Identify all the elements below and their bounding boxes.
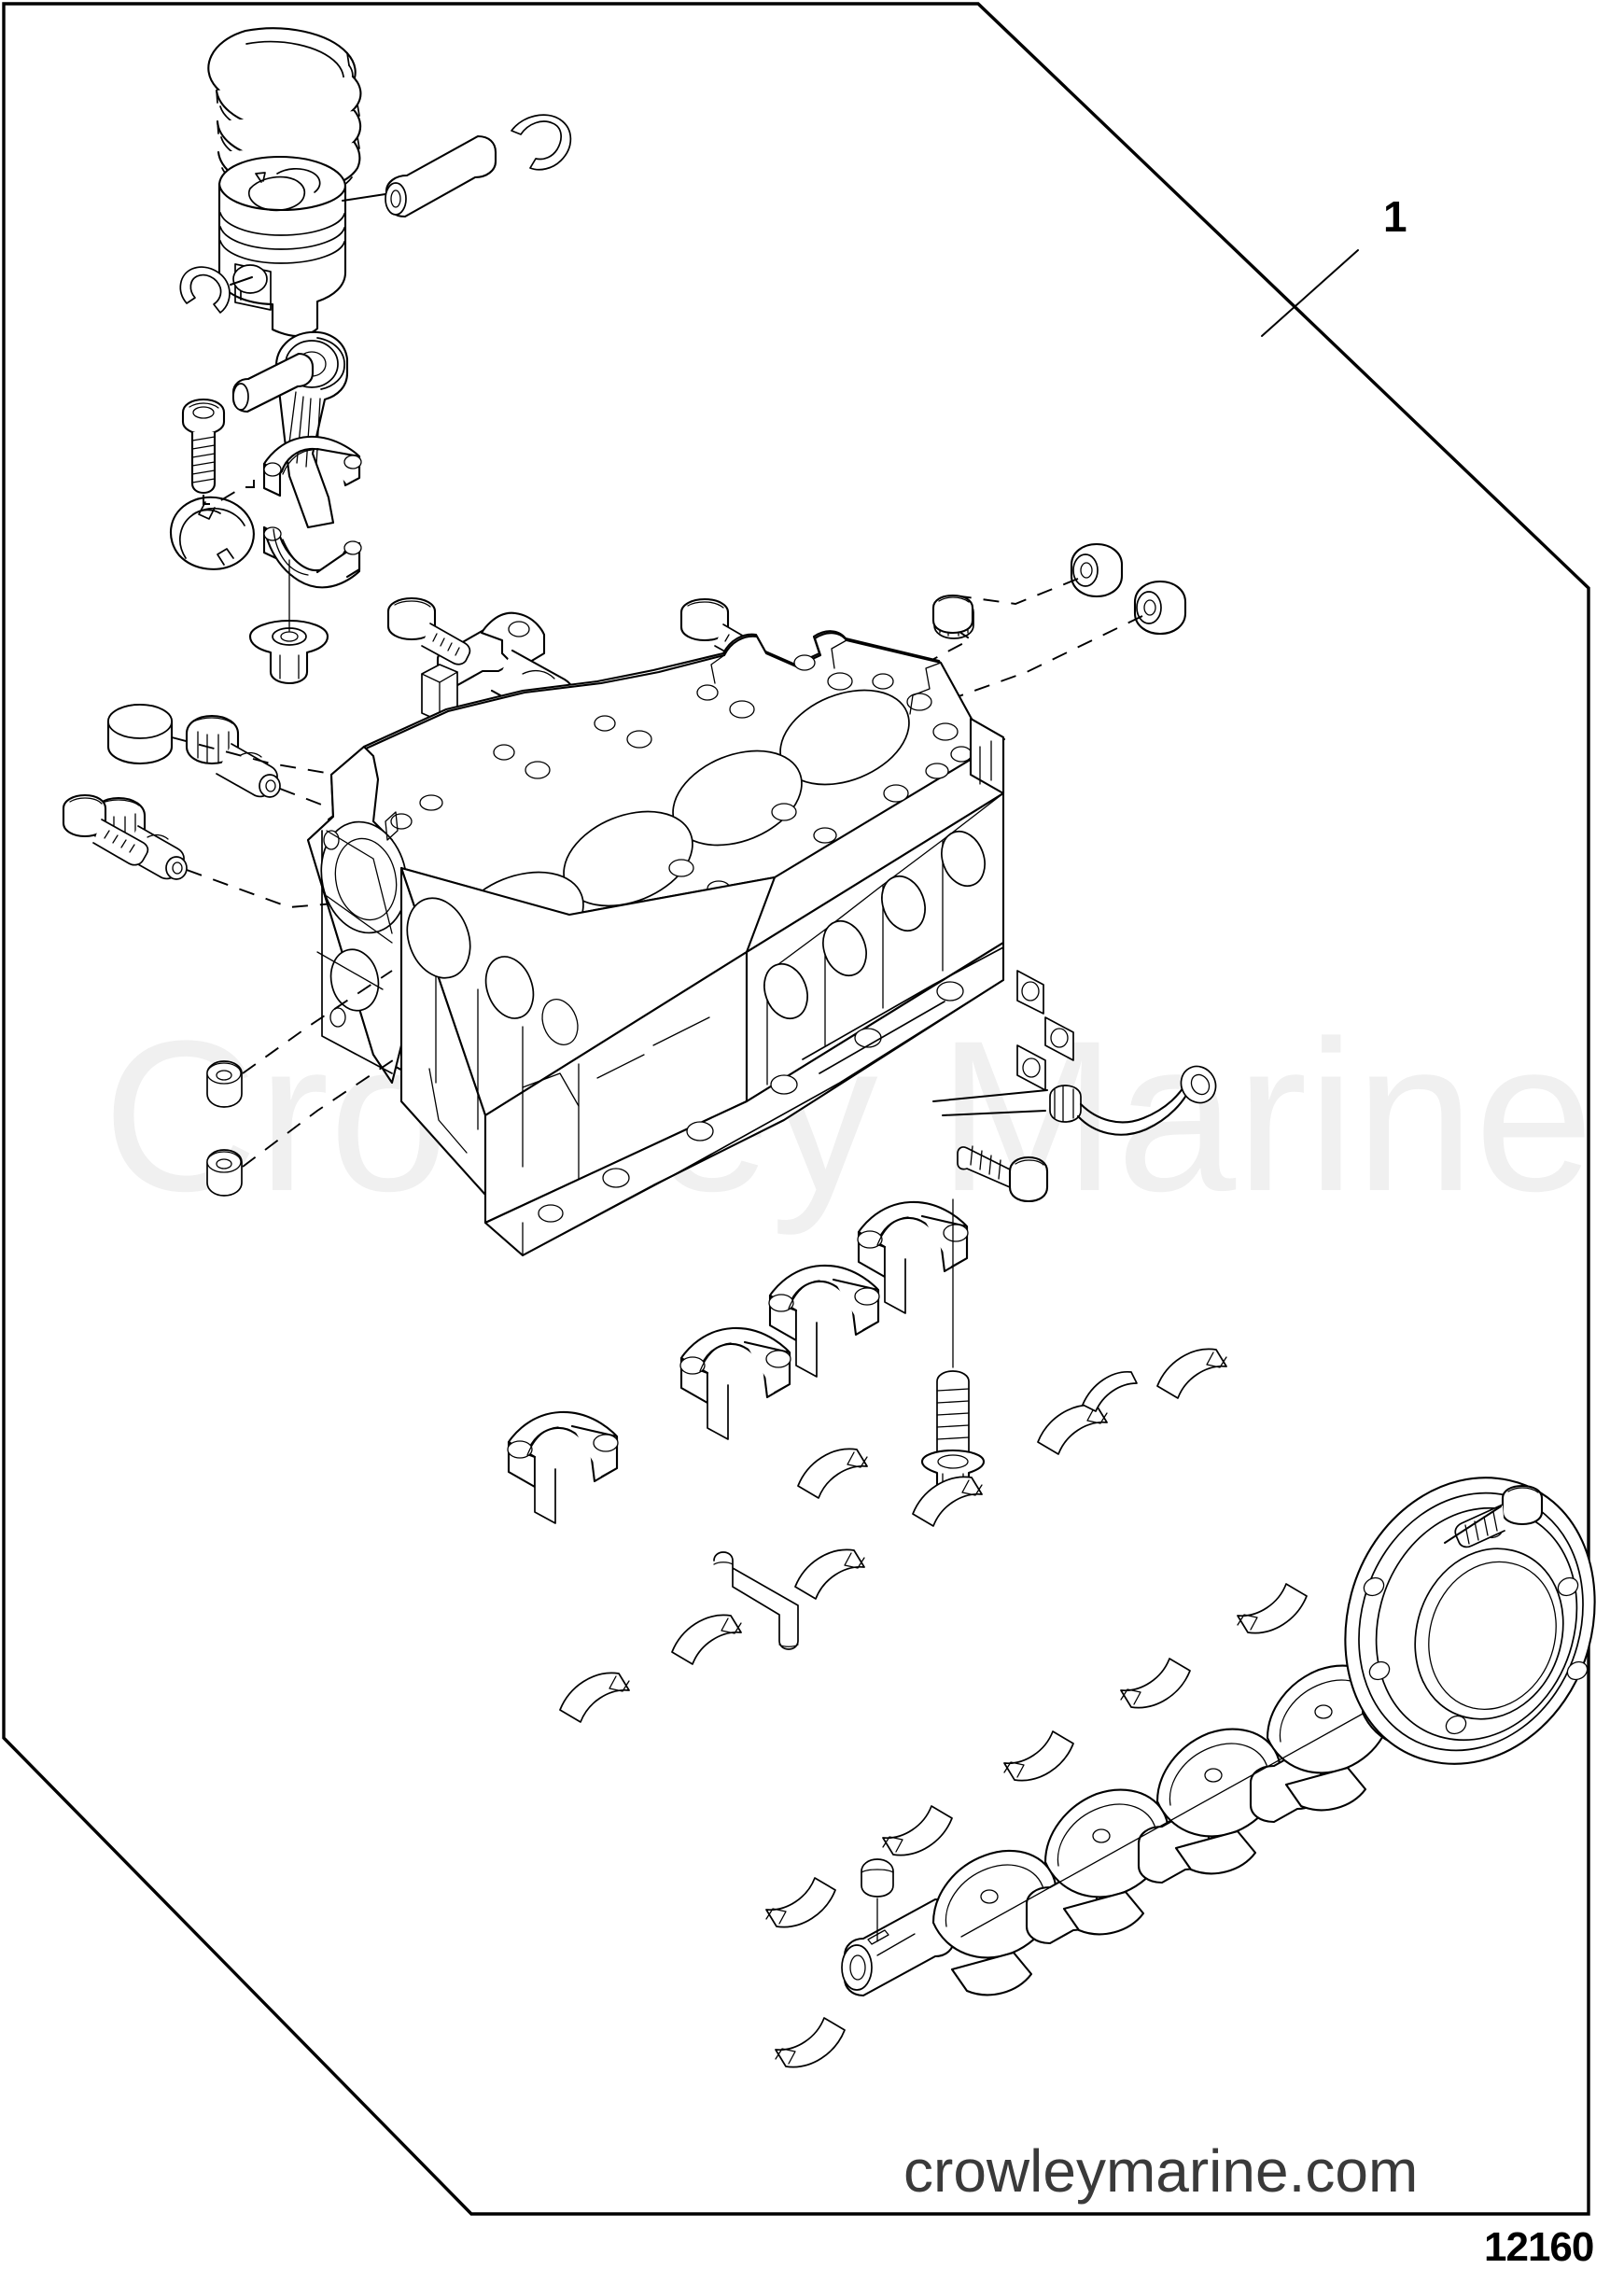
hex-bolt-top-left-icon	[386, 596, 471, 665]
bearing-shell-10-icon	[1003, 1730, 1074, 1782]
site-url-text: crowleymarine.com	[903, 2137, 1418, 2205]
circlip-upper-icon	[511, 114, 572, 171]
oil-jet-nozzle-upper-icon	[185, 714, 281, 798]
rod-bearing-shells-icon	[169, 496, 255, 570]
callout-1-label: 1	[1383, 192, 1407, 241]
main-bearing-cap-2-icon	[679, 1326, 791, 1440]
oil-tube-bolt-icon	[957, 1145, 1049, 1203]
footer-group: crowleymarine.com 12160	[903, 2137, 1594, 2269]
circlip-lower-icon	[179, 266, 231, 314]
bearing-shell-1-icon	[1037, 1404, 1108, 1455]
bearing-shell-14-icon	[1082, 1371, 1138, 1412]
bearing-shell-6-icon	[559, 1672, 630, 1723]
bearing-shell-4-icon	[794, 1548, 865, 1600]
piston-icon	[217, 155, 347, 338]
cylinder-block-icon	[306, 630, 1074, 1257]
main-bearing-cap-4-icon	[857, 1200, 969, 1314]
bearing-shell-12-icon	[765, 1877, 836, 1928]
wrist-pin-icon	[385, 134, 497, 218]
rod-bushing-icon	[231, 352, 315, 413]
bearing-shell-11-icon	[882, 1805, 953, 1856]
part-number-text: 12160	[1484, 2224, 1593, 2269]
bearing-shell-2-icon	[1156, 1348, 1227, 1399]
oil-jet-tube-group	[932, 1065, 1217, 1203]
connecting-rod-icon	[262, 330, 362, 529]
hex-bolt-top-right-icon	[931, 594, 974, 635]
oil-pickup-pipe-icon	[713, 1551, 799, 1650]
piston-assembly-group	[179, 27, 572, 338]
dowel-pin-upper-icon	[1070, 542, 1124, 598]
main-bearing-cap-1-icon	[507, 1410, 619, 1524]
bearing-shell-13-icon	[775, 2017, 846, 2068]
block-rear-mount-tabs	[1016, 970, 1074, 1091]
callout-1-group: 1	[1261, 192, 1407, 337]
core-plug-icon	[106, 703, 174, 765]
oil-jet-tube-icon	[1049, 1065, 1217, 1136]
main-bearing-caps-group	[507, 1198, 986, 1650]
core-plugs-left-group	[206, 970, 402, 1197]
callout-1-leader-line	[1261, 249, 1359, 337]
crank-nose-group	[841, 1898, 956, 1997]
main-cap-bolt-icon	[920, 1198, 986, 1498]
crank-throw-3	[1155, 1728, 1281, 1875]
bearing-shell-3-icon	[912, 1476, 983, 1527]
piston-ring-set-icon	[207, 27, 362, 200]
rod-cap-icon	[262, 525, 362, 589]
dowel-pin-lower-icon	[1133, 580, 1187, 636]
main-bearing-cap-3-icon	[768, 1264, 880, 1378]
oil-jet-bolt-icon	[62, 793, 149, 866]
oil-jet-nozzles-group	[62, 703, 524, 908]
rear-oil-seal-housing-icon	[1344, 1477, 1596, 1765]
core-plug-left-lower-icon	[206, 1149, 243, 1197]
rod-bolt-icon	[181, 398, 226, 495]
diagram-frame-border	[2, 2, 1590, 2216]
woodruff-key-icon	[861, 1858, 894, 1942]
bearing-shell-5-icon	[671, 1614, 742, 1665]
crank-throw-2	[1043, 1788, 1169, 1936]
seal-housing-bolt-icon	[1454, 1484, 1544, 1548]
bearing-shell-9-icon	[1120, 1658, 1191, 1709]
main-bearing-shells-group	[559, 1348, 1308, 2068]
crank-throw-1	[931, 1849, 1057, 1996]
bearing-shell-8-icon	[1237, 1583, 1308, 1634]
core-plug-left-upper-icon	[206, 1060, 243, 1108]
bearing-shell-7-icon	[797, 1448, 868, 1499]
connecting-rod-assembly-group	[169, 330, 362, 685]
